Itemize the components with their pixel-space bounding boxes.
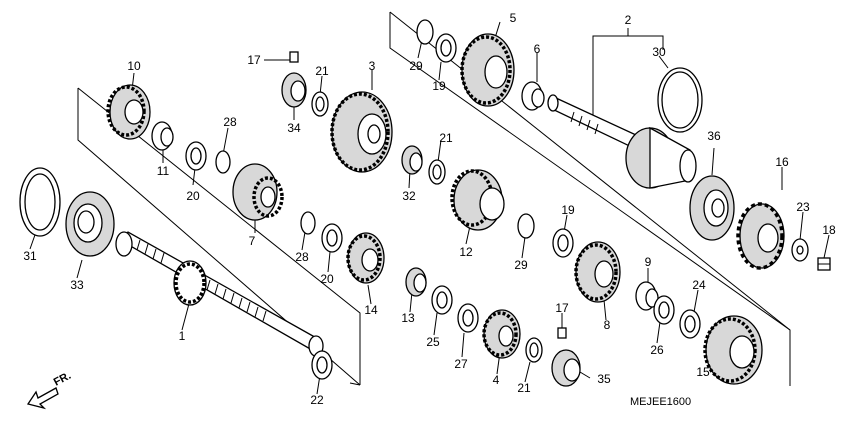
label-17b: 17	[555, 301, 569, 315]
label-9: 9	[645, 255, 652, 269]
washer-21b	[428, 159, 446, 185]
label-29b: 29	[514, 258, 528, 272]
mainshaft	[115, 231, 324, 357]
label-24: 24	[692, 278, 706, 292]
bearing-34	[281, 72, 307, 108]
gear-10	[106, 84, 151, 140]
label-13: 13	[401, 311, 415, 325]
washer-21c	[525, 337, 543, 363]
gear-8	[574, 241, 621, 303]
washer-20b	[321, 223, 343, 253]
front-direction-arrow: FR.	[26, 370, 73, 410]
washer-19a	[435, 33, 457, 63]
label-7: 7	[249, 234, 256, 248]
label-18: 18	[822, 223, 836, 237]
washer-23	[791, 238, 809, 262]
label-8: 8	[604, 318, 611, 332]
gear-4	[482, 309, 521, 359]
part-labels: 1 2 3 4 5 6 7 8 9 10 11 12 13 14 15 16 1…	[23, 11, 836, 407]
label-4: 4	[493, 373, 500, 387]
label-20b: 20	[320, 272, 334, 286]
label-28b: 28	[295, 250, 309, 264]
label-17a: 17	[247, 53, 261, 67]
label-21b: 21	[439, 131, 453, 145]
label-3: 3	[369, 59, 376, 73]
label-26: 26	[650, 343, 664, 357]
label-36: 36	[707, 129, 721, 143]
bolt-18	[817, 257, 831, 271]
circlip-28a	[215, 150, 231, 174]
washer-20a	[185, 141, 207, 171]
bushing-11	[151, 121, 174, 151]
label-29a: 29	[409, 59, 423, 73]
bearing-33	[65, 191, 115, 257]
label-27: 27	[454, 357, 468, 371]
label-10: 10	[127, 59, 141, 73]
label-5: 5	[510, 11, 517, 25]
washer-22	[311, 350, 333, 380]
diagram-code: MEJEE1600	[630, 396, 691, 408]
gear-14	[346, 232, 385, 284]
gear-3	[330, 91, 393, 173]
bearing-35	[551, 349, 581, 387]
label-32: 32	[402, 189, 416, 203]
bearing-32	[401, 145, 423, 175]
washer-25	[431, 285, 453, 315]
circlip-28b	[300, 211, 316, 235]
label-12: 12	[459, 245, 473, 259]
gear-7	[232, 163, 284, 221]
ring-31	[19, 167, 61, 237]
label-19b: 19	[561, 203, 575, 217]
washer-21a	[311, 91, 329, 117]
bushing-6	[521, 81, 545, 111]
direction-label: FR.	[52, 370, 73, 389]
gear-15	[703, 315, 763, 385]
circlip-29a	[416, 19, 434, 45]
gear-12	[450, 169, 505, 231]
label-25: 25	[426, 335, 440, 349]
label-19a: 19	[432, 79, 446, 93]
label-16: 16	[775, 155, 789, 169]
sprocket-16	[736, 202, 785, 270]
washer-26	[653, 295, 675, 325]
bearing-36	[689, 175, 735, 241]
ring-30	[657, 67, 703, 133]
label-15: 15	[696, 365, 710, 379]
label-2: 2	[625, 13, 632, 27]
label-33: 33	[70, 278, 84, 292]
pin-17a	[289, 51, 299, 63]
label-34: 34	[287, 121, 301, 135]
label-23: 23	[796, 200, 810, 214]
pin-17b	[557, 327, 567, 339]
washer-19b	[552, 228, 574, 258]
label-14: 14	[364, 303, 378, 317]
washer-24	[679, 309, 701, 339]
washer-27	[457, 303, 479, 333]
label-28a: 28	[223, 115, 237, 129]
countershaft	[547, 94, 697, 189]
label-21a: 21	[315, 64, 329, 78]
assembly-frames	[77, 11, 791, 386]
circlip-29b	[517, 213, 535, 239]
gear-5	[460, 33, 515, 107]
label-6: 6	[534, 42, 541, 56]
label-30: 30	[652, 45, 666, 59]
label-35: 35	[597, 372, 611, 386]
label-21c: 21	[517, 381, 531, 395]
label-1: 1	[179, 329, 186, 343]
label-31: 31	[23, 249, 37, 263]
label-11: 11	[157, 164, 170, 178]
label-20a: 20	[186, 189, 200, 203]
label-22: 22	[310, 393, 324, 407]
bearing-13	[405, 267, 427, 297]
